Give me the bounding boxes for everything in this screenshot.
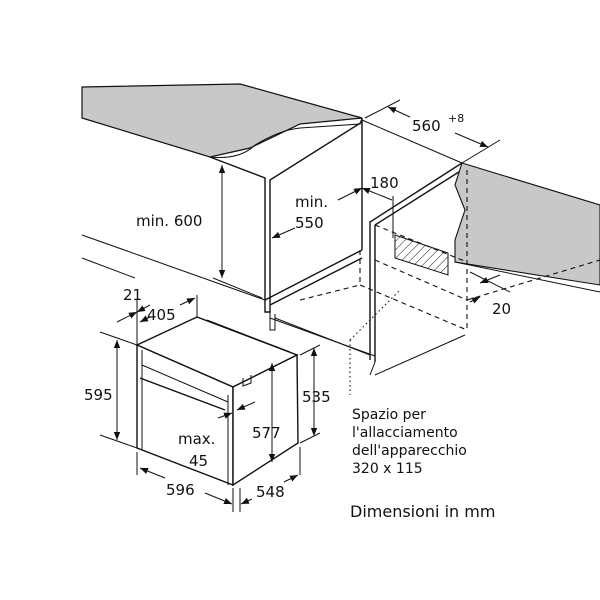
label-oven-width: 596 <box>166 481 195 499</box>
label-oven-inner-height: 577 <box>252 424 281 442</box>
label-door-max-1: max. <box>178 430 215 448</box>
note-line: l'allacciamento <box>352 425 458 441</box>
units-note: Dimensioni in mm <box>350 502 495 521</box>
label-min-height: min. 600 <box>136 212 202 230</box>
connection-area <box>394 234 449 276</box>
dimension-labels: 560 +8 min. 600 min. 550 180 20 21 405 5… <box>84 112 511 501</box>
label-oven-height: 595 <box>84 386 113 404</box>
label-niche-width: 560 <box>412 117 441 135</box>
note-line: Spazio per <box>352 407 426 423</box>
note-line: dell'apparecchio <box>352 443 467 459</box>
label-oven-top-depth: 405 <box>147 306 176 324</box>
left-cabinet <box>209 118 371 356</box>
left-countertop <box>81 83 363 158</box>
label-niche-width-tolerance: +8 <box>448 112 464 125</box>
note-line: 320 x 115 <box>352 461 423 477</box>
label-min-depth-1: min. <box>295 193 328 211</box>
label-min-depth-2: 550 <box>295 214 324 232</box>
label-connection-offset: 180 <box>370 174 399 192</box>
label-back-gap: 20 <box>492 300 511 318</box>
label-oven-depth: 548 <box>256 483 285 501</box>
label-door-max-2: 45 <box>189 452 208 470</box>
oven <box>135 316 299 487</box>
right-cabinet <box>369 162 600 376</box>
label-oven-body-height: 535 <box>302 388 331 406</box>
dimension-lines <box>99 99 511 512</box>
label-oven-front-offset: 21 <box>123 286 142 304</box>
connection-note: Spazio per l'allacciamento dell'apparecc… <box>352 407 467 477</box>
